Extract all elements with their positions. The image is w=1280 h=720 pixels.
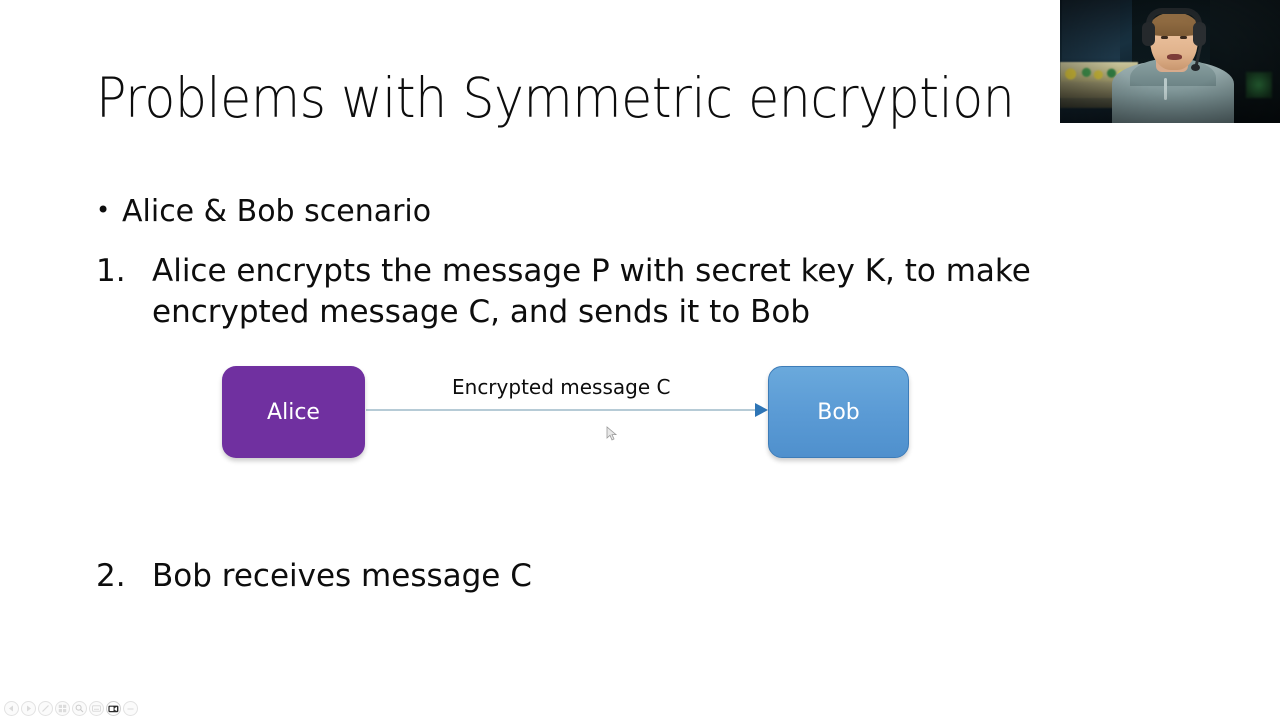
camera-toggle-button[interactable] [106,701,121,716]
zoom-button[interactable] [72,701,87,716]
pen-icon [42,705,49,712]
bullet-item-scenario: • Alice & Bob scenario [96,192,1176,233]
webcam-vignette [1060,0,1280,123]
numbered-item-1-marker: 1. [96,252,126,289]
chevron-left-icon [9,705,13,712]
webcam-right-object [1246,72,1272,98]
diagram-node-alice-label: Alice [267,399,320,425]
subtitles-button[interactable] [89,701,104,716]
pen-tool-button[interactable] [38,701,53,716]
numbered-item-2-label: Bob receives message C [152,558,532,594]
numbered-item-2: 2. Bob receives message C [96,556,532,597]
webcam-person-eye-right [1180,36,1187,39]
presentation-toolbar [4,701,138,716]
webcam-hood-drawstring [1164,78,1167,100]
bullet-marker: • [96,196,111,224]
webcam-microphone-tip [1191,64,1200,71]
presenter-webcam-overlay[interactable] [1060,0,1280,123]
next-slide-button[interactable] [21,701,36,716]
previous-slide-button[interactable] [4,701,19,716]
connector-label: Encrypted message C [452,375,671,399]
camera-icon [108,705,119,712]
connector-arrowhead-icon [755,403,768,417]
mouse-pointer-icon [606,426,618,441]
grid-icon [58,704,67,713]
ellipsis-icon [127,707,134,710]
numbered-item-1-label: Alice encrypts the message P with secret… [152,252,1031,331]
webcam-headphone-cup-left [1142,22,1155,46]
numbered-item-1: 1. Alice encrypts the message P with sec… [96,251,1176,333]
subtitles-icon [92,705,101,712]
webcam-person-mouth [1167,54,1182,60]
diagram-node-bob[interactable]: Bob [768,366,909,458]
webcam-headphone-band [1146,8,1202,24]
magnifier-icon [75,704,84,713]
more-options-button[interactable] [123,701,138,716]
numbered-item-2-marker: 2. [96,558,126,594]
bullet-item-label: Alice & Bob scenario [122,194,432,229]
diagram-node-bob-label: Bob [817,399,860,425]
diagram-node-alice[interactable]: Alice [222,366,365,458]
webcam-headphone-cup-right [1193,22,1206,46]
webcam-person-eye-left [1161,36,1168,39]
slide-menu-button[interactable] [55,701,70,716]
page-title: Problems with Symmetric encryption [96,66,1015,130]
slide-body: • Alice & Bob scenario 1. Alice encrypts… [96,192,1176,333]
chevron-right-icon [27,705,31,712]
